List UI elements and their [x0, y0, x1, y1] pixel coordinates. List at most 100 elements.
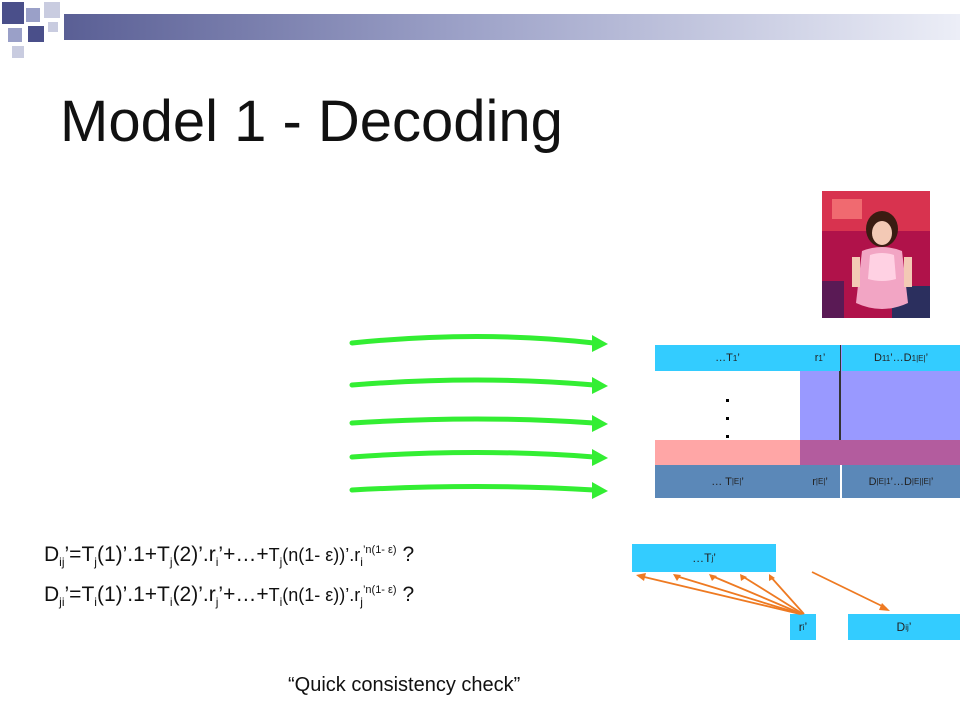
row1-d2-sub: 1|E| [911, 353, 926, 363]
green-arrow [349, 484, 597, 493]
green-arrow [349, 450, 597, 460]
eq2-f: T [268, 585, 280, 605]
eq1-d-sub: i [215, 555, 219, 570]
eq2-g: (n(1- ε))’.r [282, 585, 361, 605]
eq2-b: ’=T [64, 583, 95, 606]
orange-arrowhead [769, 574, 775, 581]
rowE-r-cell: r|E|’ [800, 465, 840, 498]
green-arrowhead [592, 482, 608, 499]
small-tj-text: …T [692, 551, 712, 565]
eq1-d: (2)’.r [172, 543, 216, 566]
row1-t-text: …T [715, 352, 733, 364]
rowE-t-tail: ’ [741, 475, 744, 488]
orange-arrow [675, 575, 802, 615]
rowE-d1-text: D [868, 475, 877, 488]
eq1-b-sub: j [94, 555, 97, 570]
small-tj-sub: j [711, 553, 714, 563]
eq2-d: (2)’.r [172, 583, 216, 606]
small-dij-text: D [896, 620, 906, 634]
rowE-t-text: … T [711, 475, 732, 488]
orange-arrowhead [709, 574, 717, 581]
eq2-d-sub: j [215, 595, 219, 610]
row1-r-text: r [814, 352, 819, 364]
orange-arrowhead [879, 603, 890, 611]
row1-t-sub: 1 [732, 353, 738, 363]
small-ri-sub: i [802, 622, 805, 632]
eq2-e: ’+…+ [218, 583, 269, 606]
rowE-r-tail: ’ [825, 475, 828, 488]
ellipsis-dot [726, 399, 729, 402]
small-ri-tail: ’ [804, 620, 808, 634]
small-ri-text: r [798, 620, 803, 634]
corner-square [12, 46, 24, 58]
corner-square [44, 2, 60, 18]
row1-r-sub: 1 [818, 353, 823, 363]
green-arrowhead [592, 335, 608, 352]
row1-t-tail: ’ [737, 352, 740, 364]
rowE-t-sub: |E| [731, 477, 742, 486]
small-tj-tail: ’ [713, 551, 716, 565]
eq1-h: ? [396, 543, 415, 566]
eq1-g: (n(1- ε))’.r [282, 545, 361, 565]
eq1-f: T [268, 545, 280, 565]
eq2-c-sub: i [169, 595, 173, 610]
eq2-f-sub: i [279, 595, 283, 610]
eq2-c: (1)’.1+T [96, 583, 170, 606]
rowE-r-text: r [812, 475, 816, 488]
small-dij-sub: ij [905, 622, 909, 632]
matrix-magenta-block [800, 440, 960, 465]
equation-dij: Dij’=Tj(1)’.1+Tj(2)’.ri’+…+Tj(n(1- ε))’.… [44, 543, 414, 569]
green-arrowhead [592, 449, 608, 466]
matrix-divider [839, 345, 841, 440]
rowE-r-sub: |E| [815, 477, 826, 486]
ellipsis-dot [726, 435, 729, 438]
rowE-d-tail: ’ [930, 475, 934, 488]
eq2-h: ? [396, 583, 415, 606]
green-arrow [349, 377, 597, 388]
orange-arrow [741, 575, 804, 615]
doll-photo [822, 191, 930, 318]
row1-d1-sub: 11 [881, 353, 891, 363]
orange-arrowhead [740, 574, 747, 581]
corner-square [8, 28, 22, 42]
corner-square [26, 8, 40, 22]
small-dij-tail: ’ [908, 620, 912, 634]
green-arrowhead [592, 415, 608, 432]
corner-square [48, 22, 58, 32]
corner-square [2, 2, 24, 24]
eq1-c-sub: j [169, 555, 173, 570]
eq1-f-sub: j [279, 555, 283, 570]
matrix-pink-bar [655, 440, 800, 465]
row1-d-mid: ’…D [890, 352, 912, 364]
orange-arrow [639, 575, 801, 615]
green-arrow [349, 416, 597, 426]
orange-arrow [711, 575, 803, 615]
eq1-a-sub: ij [59, 555, 65, 570]
green-arrowhead [592, 377, 608, 394]
rowE-d-cell: D|E|1’…D|E||E|’ [842, 465, 960, 498]
orange-arrow [811, 571, 887, 609]
eq1-a: D [44, 543, 60, 566]
slide-title: Model 1 - Decoding [60, 89, 563, 154]
eq2-g-sub: j [360, 595, 363, 610]
eq1-b: ’=T [64, 543, 95, 566]
rowE-d-mid: ’…D [890, 475, 912, 488]
eq2-a-sub: ji [59, 595, 65, 610]
rowE-d1-sub: |E|1 [876, 477, 891, 486]
equation-dji: Dji’=Ti(1)’.1+Ti(2)’.rj’+…+Ti(n(1- ε))’.… [44, 583, 414, 609]
orange-arrow [769, 575, 805, 615]
rowE-t-cell: … T|E|’ [655, 465, 800, 498]
eq2-g-sup: ’n(1- ε) [362, 584, 397, 596]
eq1-c: (1)’.1+T [96, 543, 170, 566]
row1-d1-text: D [873, 352, 882, 364]
eq1-g-sub: i [360, 555, 363, 570]
ellipsis-dot [726, 417, 729, 420]
row1-r-tail: ’ [822, 352, 826, 364]
